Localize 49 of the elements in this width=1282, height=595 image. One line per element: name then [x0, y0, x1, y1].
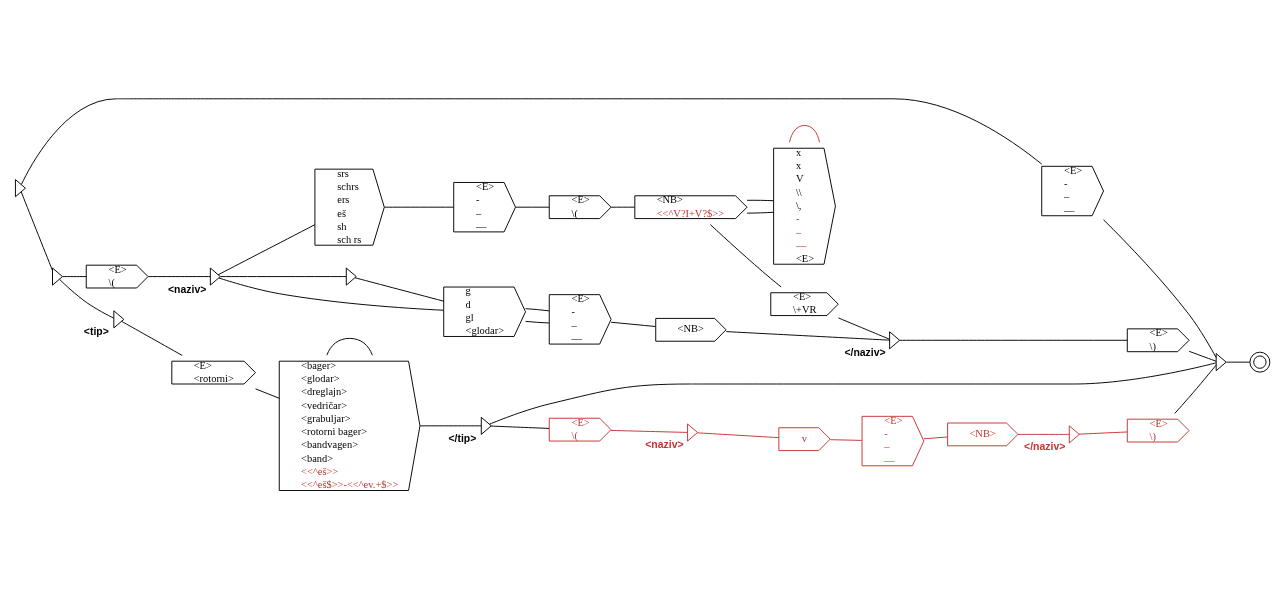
connector: [830, 439, 863, 441]
node-triangle: [345, 267, 357, 286]
connector: [121, 320, 183, 356]
node-triangle: [14, 179, 26, 198]
connector: [255, 388, 280, 399]
connector: [923, 436, 948, 440]
connector: [59, 279, 115, 319]
connector: [20, 191, 53, 271]
connector: [899, 339, 1128, 341]
connector: [1078, 431, 1128, 435]
connector: [217, 224, 316, 276]
connector: [746, 199, 774, 202]
connector: [147, 276, 211, 278]
connector: [789, 124, 821, 143]
connector: [837, 317, 891, 340]
connector: [21, 98, 1043, 185]
connector: [610, 206, 635, 208]
node-label: </naziv>: [1024, 441, 1066, 453]
connector: [725, 331, 890, 341]
connector: [709, 224, 782, 288]
connector: [62, 276, 87, 278]
connector: [1188, 350, 1217, 362]
node-label: <naziv>: [645, 439, 684, 451]
connector: [515, 206, 550, 208]
connector: [490, 425, 550, 429]
node-triangle: [1215, 353, 1227, 372]
connector: [525, 308, 550, 312]
connector: [1174, 364, 1217, 414]
connector: [219, 276, 347, 278]
connector: [1103, 219, 1217, 358]
connector: [525, 320, 550, 324]
connector: [696, 432, 780, 439]
connector: [1017, 433, 1070, 435]
connector: [419, 425, 482, 427]
node-triangle: [52, 267, 63, 286]
connector: [218, 277, 444, 311]
node-label: </naziv>: [844, 347, 886, 359]
connector: [489, 362, 1217, 425]
connector: [610, 429, 688, 433]
connector: [610, 321, 656, 327]
connector: [1226, 361, 1251, 363]
connector: [384, 206, 454, 208]
node-label: </tip>: [448, 432, 477, 444]
connector: [746, 211, 774, 214]
connector: [354, 277, 445, 302]
node-circle: [1249, 351, 1271, 373]
node-label: <naziv>: [168, 283, 207, 295]
connector: [326, 337, 373, 356]
node-label: <tip>: [83, 326, 109, 338]
